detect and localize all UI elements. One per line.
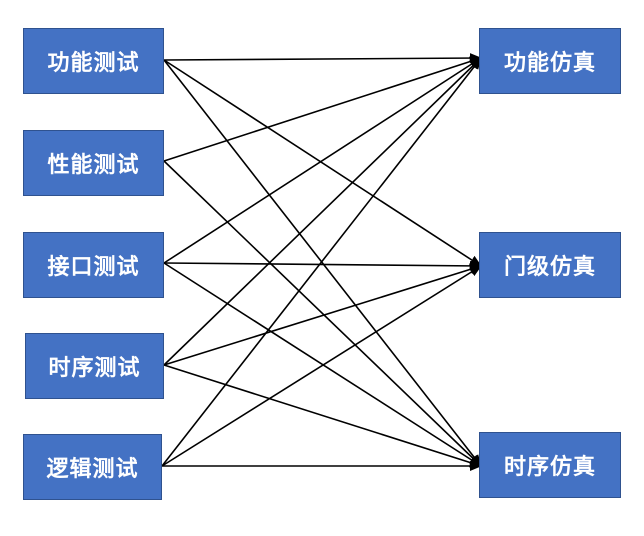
- test-node-timing: 时序测试: [25, 333, 164, 399]
- edge-test-1-to-sim-2: [163, 160, 482, 467]
- sim-node-timing: 时序仿真: [479, 432, 621, 498]
- edge-test-0-to-sim-1: [163, 59, 482, 267]
- edge-test-4-to-sim-1: [161, 265, 482, 467]
- edge-test-1-to-sim-0: [163, 56, 482, 162]
- sim-node-gate-level: 门级仿真: [479, 232, 621, 298]
- edge-test-3-to-sim-1: [163, 264, 482, 366]
- edge-test-0-to-sim-2: [163, 59, 482, 467]
- edge-test-2-to-sim-1: [163, 260, 482, 271]
- test-node-interface: 接口测试: [23, 232, 164, 298]
- sim-node-functional: 功能仿真: [479, 28, 621, 94]
- test-node-logic: 逻辑测试: [23, 434, 162, 500]
- edge-test-0-to-sim-0: [163, 53, 482, 64]
- edge-test-4-to-sim-0: [161, 57, 482, 467]
- test-node-functional: 功能测试: [23, 28, 164, 94]
- edge-test-3-to-sim-0: [163, 57, 482, 366]
- test-node-performance: 性能测试: [23, 130, 164, 196]
- edge-test-3-to-sim-2: [163, 364, 482, 468]
- edge-test-2-to-sim-0: [163, 57, 482, 264]
